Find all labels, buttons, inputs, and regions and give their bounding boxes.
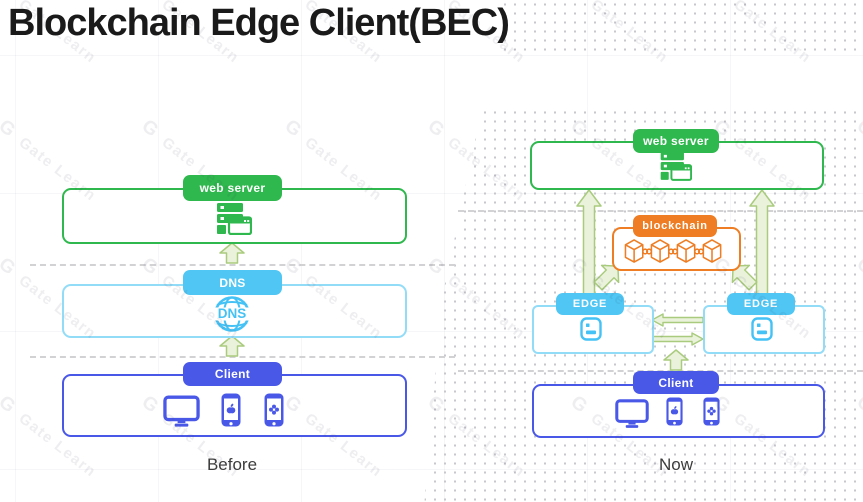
before-client-pill: Client [183, 362, 282, 386]
now-separator-upper [458, 210, 863, 212]
dns-globe-icon: DNS [212, 296, 252, 332]
before-caption: Before [206, 455, 258, 474]
arrow-client-to-edge [663, 349, 689, 371]
now-edge-left-pill: EDGE [556, 293, 624, 315]
web-server-icon [217, 203, 252, 235]
android-phone-icon [264, 393, 284, 427]
desktop-monitor-icon [615, 399, 649, 428]
android-phone-icon [703, 397, 720, 426]
iphone-icon [221, 393, 241, 427]
now-edge-right-label: EDGE [743, 298, 779, 310]
before-web-server-pill: web server [183, 175, 282, 201]
edge-node-icon [751, 317, 773, 341]
iphone-icon [666, 397, 683, 426]
before-separator-upper [30, 264, 455, 266]
web-server-icon [660, 152, 692, 181]
arrow-edge-left-to-right [651, 332, 704, 346]
now-caption: Now [658, 455, 694, 474]
now-edge-right-pill: EDGE [727, 293, 795, 315]
arrow-edge-right-to-blockchain [731, 264, 758, 291]
arrow-edge-left-to-blockchain [593, 264, 620, 291]
before-dns-pill: DNS [183, 270, 282, 295]
edge-node-icon [580, 317, 602, 341]
now-web-server-label: web server [643, 134, 709, 148]
arrow-edge-right-to-left [651, 313, 704, 327]
arrow-dns-to-webserver [219, 242, 245, 264]
dns-icon-text: DNS [218, 306, 247, 321]
desktop-monitor-icon [163, 395, 200, 427]
page-title: Blockchain Edge Client(BEC) [8, 2, 510, 44]
now-web-server-pill: web server [633, 129, 719, 153]
now-client-label: Client [658, 375, 694, 390]
before-separator-lower [30, 356, 455, 358]
arrow-client-to-dns [219, 335, 245, 357]
now-edge-left-label: EDGE [572, 298, 608, 310]
before-dns-label: DNS [219, 275, 246, 290]
now-blockchain-label: blockchain [642, 220, 708, 232]
now-client-pill: Client [633, 371, 719, 394]
blockchain-cubes-icon [624, 239, 722, 263]
before-client-label: Client [214, 367, 251, 381]
dot-pattern-top-right [500, 0, 863, 54]
before-web-server-label: web server [199, 181, 266, 195]
now-blockchain-pill: blockchain [633, 215, 717, 237]
